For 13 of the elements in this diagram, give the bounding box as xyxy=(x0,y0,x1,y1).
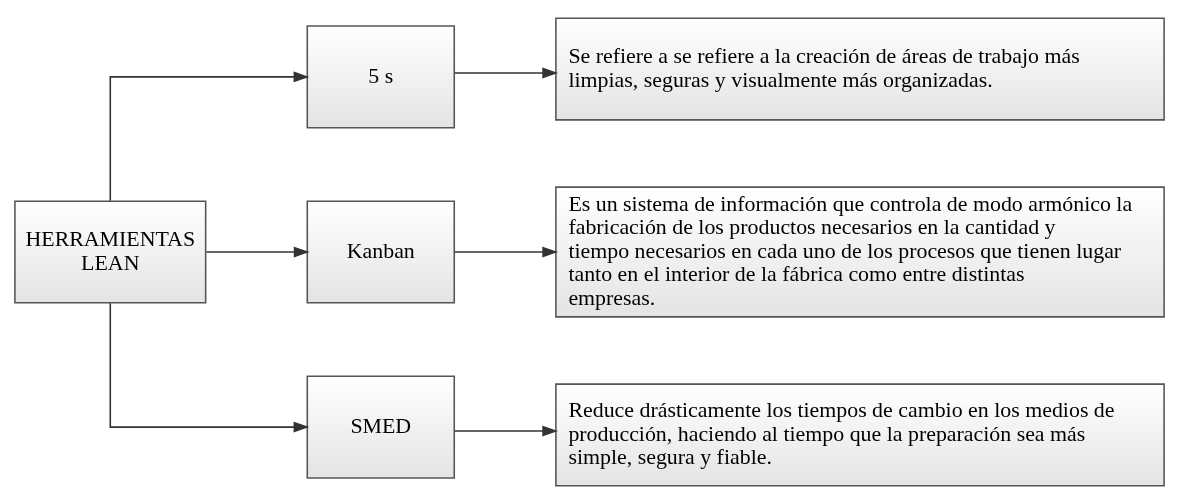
node-box: Se refiere a se refiere a la creación de áreas de trabajo más limpias, seguras y visualmente más organizadas. xyxy=(555,16,1165,121)
arrow xyxy=(453,67,558,78)
arrow xyxy=(205,246,310,257)
node-box: HERRAMIENTAS LEAN xyxy=(14,199,207,304)
node-box: Kanban xyxy=(306,199,456,304)
node-box: Reduce drásticamente los tiempos de cambio en los medios de producción, haciendo al tiempo que la preparación sea más simple, segura y fiable. xyxy=(555,382,1165,487)
arrow xyxy=(109,301,310,433)
node-box: 5 s xyxy=(306,24,456,128)
arrow xyxy=(453,425,558,436)
arrow xyxy=(109,70,310,202)
node-box: Es un sistema de información que controla de modo armónico la fabricación de los productos necesarios en la cantidad y tiempo necesarios en cada uno de los procesos que tienen lugar tanto en el interior de la fábrica como entre distintas empresas. xyxy=(555,185,1165,318)
arrow xyxy=(453,246,558,257)
node-box: SMED xyxy=(306,375,456,479)
